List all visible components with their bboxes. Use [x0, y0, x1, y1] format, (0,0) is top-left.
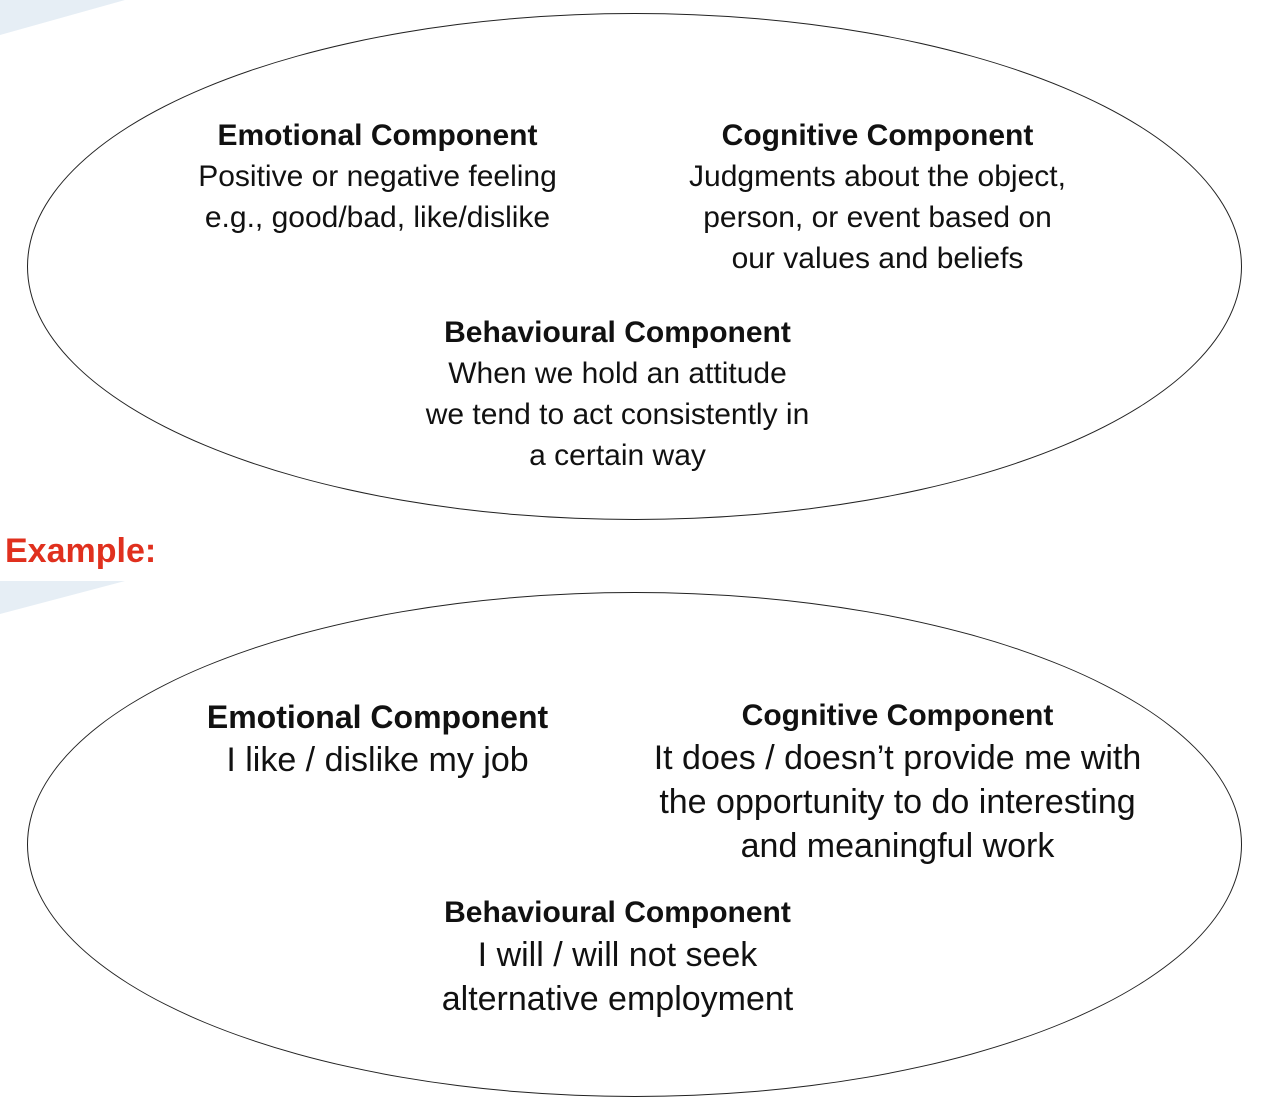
- definition-behavioural-line-3: a certain way: [529, 439, 706, 472]
- definition-behavioural: Behavioural Component When we hold an at…: [370, 312, 865, 476]
- definition-cognitive-line-3: our values and beliefs: [731, 242, 1024, 275]
- example-emotional-title: Emotional Component: [206, 699, 549, 735]
- definition-emotional-title: Emotional Component: [217, 119, 538, 152]
- example-emotional-line-1: I like / dislike my job: [226, 741, 529, 779]
- example-behavioural: Behavioural Component I will / will not …: [370, 892, 865, 1021]
- example-behavioural-title: Behavioural Component: [444, 896, 791, 929]
- example-cognitive-title: Cognitive Component: [741, 699, 1054, 732]
- definition-behavioural-title: Behavioural Component: [444, 316, 791, 349]
- definition-emotional: Emotional Component Positive or negative…: [140, 115, 615, 238]
- definition-emotional-line-1: Positive or negative feeling: [198, 160, 557, 193]
- definition-behavioural-line-1: When we hold an attitude: [448, 357, 787, 390]
- example-cognitive-line-2: the opportunity to do interesting: [659, 783, 1136, 821]
- definition-cognitive-line-1: Judgments about the object,: [689, 160, 1066, 193]
- definition-ellipse: [27, 13, 1242, 520]
- example-label: Example:: [5, 532, 157, 570]
- definition-behavioural-line-2: we tend to act consistently in: [425, 398, 810, 431]
- example-cognitive-line-3: and meaningful work: [740, 827, 1055, 865]
- example-behavioural-line-1: I will / will not seek: [477, 936, 758, 974]
- definition-emotional-line-2: e.g., good/bad, like/dislike: [204, 201, 551, 234]
- example-ellipse: [27, 592, 1242, 1097]
- definition-cognitive-line-2: person, or event based on: [703, 201, 1052, 234]
- example-emotional: Emotional Component I like / dislike my …: [140, 697, 615, 782]
- definition-cognitive-title: Cognitive Component: [721, 119, 1034, 152]
- example-cognitive-line-1: It does / doesn’t provide me with: [653, 739, 1142, 777]
- example-behavioural-line-2: alternative employment: [441, 980, 794, 1018]
- definition-cognitive: Cognitive Component Judgments about the …: [630, 115, 1125, 279]
- example-cognitive: Cognitive Component It does / doesn’t pr…: [615, 695, 1180, 868]
